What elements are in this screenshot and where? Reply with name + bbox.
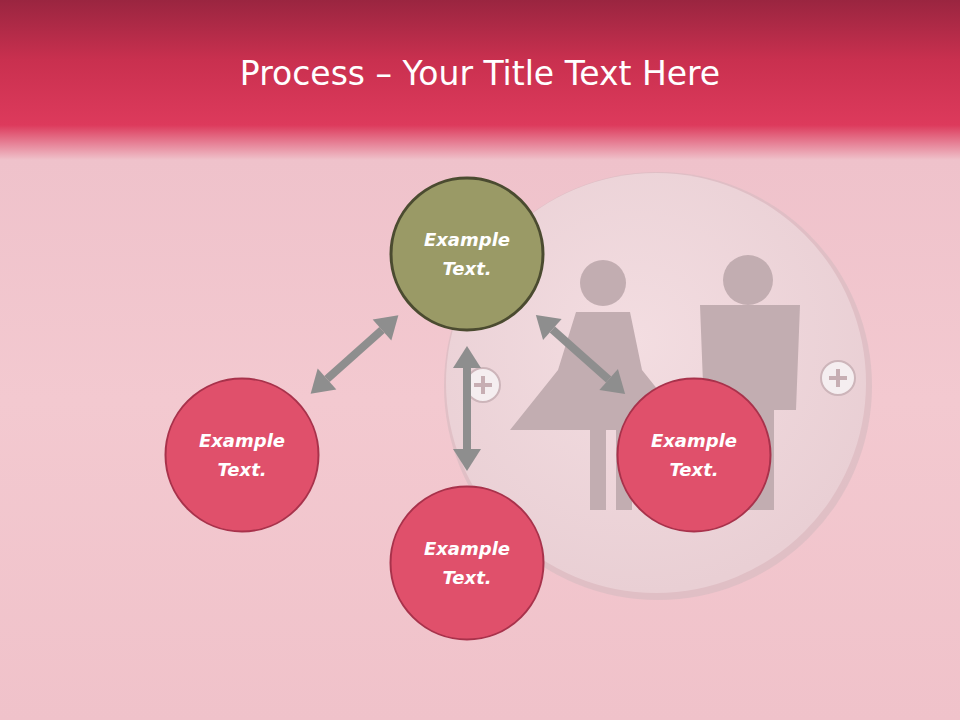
double-arrow xyxy=(536,315,625,394)
arrow-head xyxy=(453,346,481,368)
circle-shape xyxy=(389,485,545,641)
process-circle: Example Text. xyxy=(389,485,545,641)
node-text: Example Text. xyxy=(419,225,515,283)
arrow-head xyxy=(373,315,399,340)
circle-shape xyxy=(616,377,772,533)
arrow-head xyxy=(599,369,625,394)
circle-shape xyxy=(389,176,545,332)
arrow-head xyxy=(311,369,337,394)
process-circle: Example Text. xyxy=(616,377,772,533)
process-circle: Example Text. xyxy=(164,377,320,533)
arrow-shaft xyxy=(552,330,608,380)
arrow-head xyxy=(536,315,562,340)
node-text: Example Text. xyxy=(194,426,290,484)
node-text: Example Text. xyxy=(419,534,515,592)
slide-title: Process – Your Title Text Here xyxy=(0,54,960,93)
circle-shape xyxy=(164,377,320,533)
double-arrow xyxy=(311,315,399,393)
double-arrow xyxy=(453,346,481,471)
arrow-head xyxy=(453,449,481,471)
arrow-shaft xyxy=(327,330,382,379)
process-circle: Example Text. xyxy=(389,176,545,332)
node-text: Example Text. xyxy=(646,426,742,484)
arrow-shaft xyxy=(463,368,471,449)
